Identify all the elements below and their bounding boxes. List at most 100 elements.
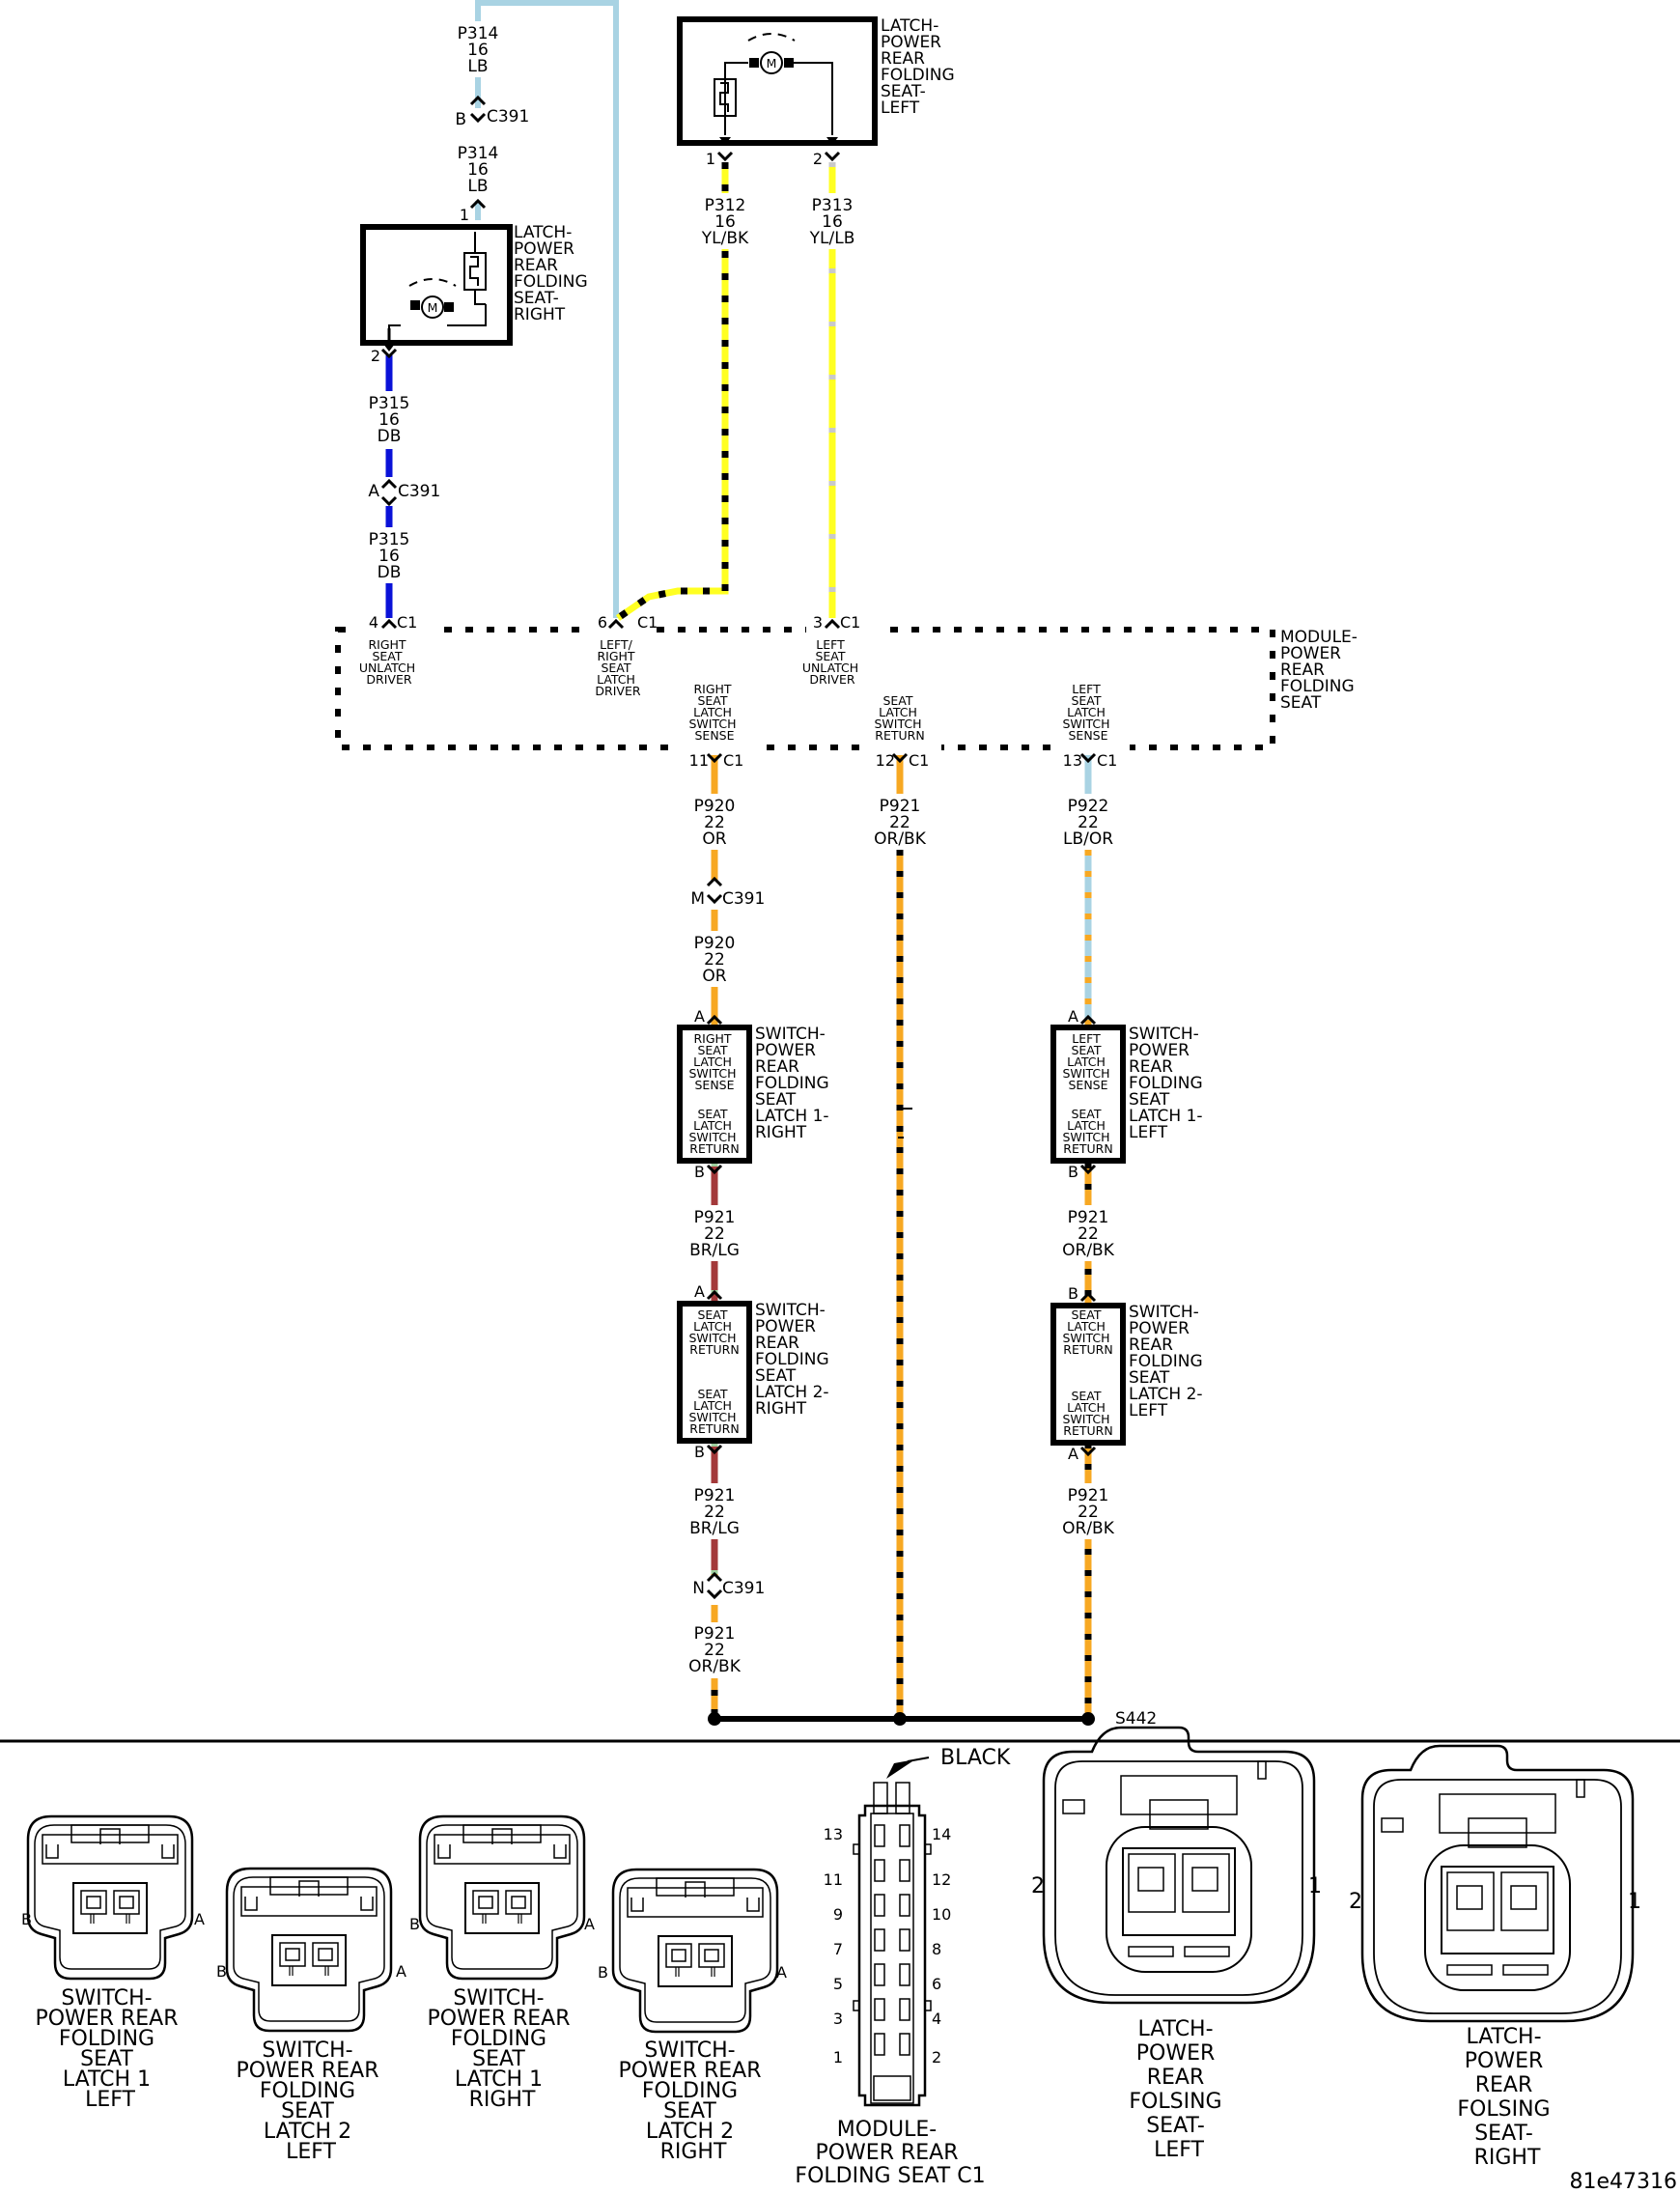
splice-node [1081, 1712, 1095, 1726]
inline-connector-c391-b: B C391 [455, 95, 529, 129]
svg-text:LATCH- POWER REAR: LATCH- POWER REAR FOLSING SEAT- RIGHT [1457, 2025, 1556, 2170]
wire-label: OR/BK [874, 829, 927, 849]
switch-label: SWITCH- POWER REAR FOLDING SEAT LATCH 2-… [1129, 1303, 1208, 1420]
svg-text:11: 11 [824, 1870, 843, 1889]
wire-p312-yl [616, 162, 729, 621]
svg-text:LATCH- POWER REAR: LATCH- POWER REAR FOLSING SEAT- LEFT [1129, 2017, 1228, 2162]
connector-view-switch-latch-2-right: B A SWITCH- POWER REAR FOLDING SEAT LATC… [598, 1868, 787, 2164]
motor-symbol-icon: M [767, 56, 777, 70]
wire-label: P921 [1068, 1208, 1109, 1227]
wire-label: 16 [822, 212, 843, 232]
svg-text:SWITCH- POWER REAR: SWITCH- POWER REAR FOLDING SEAT LATCH 2 … [236, 2038, 385, 2164]
latch-power-rear-folding-seat-left: M 1 2 LATCH- POWER REAR FOLDING SEAT- LE… [677, 16, 955, 168]
pin-label: B [216, 1962, 227, 1981]
switch-label: SWITCH- POWER REAR FOLDING SEAT LATCH 1-… [1129, 1025, 1208, 1142]
switch-latch-2-left: B A SEAT LATCH SWITCH RETURN SEAT LATCH … [1050, 1284, 1208, 1463]
connector-view-module-c1: BLACK 13 11 9 7 5 3 1 14 12 10 8 6 [795, 1746, 1010, 2188]
pin-label: 1 [1628, 1890, 1641, 1914]
svg-text:SWITCH- POWER REAR: SWITCH- POWER REAR FOLDING SEAT LATCH 2 … [618, 2038, 768, 2164]
pin-label: B [409, 1915, 420, 1933]
wire-label: OR [702, 829, 726, 849]
pin-label: A [694, 1282, 705, 1301]
pin-label: A [694, 1007, 705, 1026]
pin-label: A [194, 1910, 205, 1928]
wire-label: P315 [369, 394, 410, 413]
wire-label: P921 [1068, 1486, 1109, 1505]
wire-label: 22 [1078, 813, 1099, 832]
svg-text:3: 3 [833, 2010, 843, 2028]
svg-text:1: 1 [833, 2048, 843, 2066]
pin-function: RIGHT SEAT UNLATCH DRIVER [359, 637, 419, 687]
pin-label: 1 [706, 150, 715, 168]
wire-label: 22 [1078, 1503, 1099, 1522]
pin-label: B [694, 1443, 705, 1461]
pin-function: RIGHT SEAT LATCH SWITCH SENSE [689, 682, 741, 743]
inline-connector-c391-a: A C391 [368, 478, 440, 507]
svg-text:C391: C391 [722, 1579, 765, 1598]
wire-label: 22 [704, 813, 725, 832]
inline-connector-c391-m: M C391 [690, 876, 765, 909]
wire-label: BR/LG [689, 1519, 740, 1538]
svg-text:C391: C391 [398, 482, 440, 501]
wire-label: 16 [467, 160, 489, 180]
wire-p314-lb-loop [478, 0, 619, 618]
wire-label: 16 [714, 212, 736, 232]
wire-label: OR/BK [688, 1657, 742, 1676]
wire-label: P314 [458, 24, 499, 43]
connector-view-switch-latch-1-left: B A SWITCH- POWER REAR FOLDING SEAT LATC… [21, 1814, 205, 2112]
pin-label: 3 [813, 613, 823, 632]
latch-right-label: LATCH- POWER REAR FOLDING SEAT- RIGHT [514, 223, 593, 324]
wire-label: P312 [705, 196, 746, 215]
wire-label: 16 [378, 547, 400, 566]
wire-label: 22 [1078, 1224, 1099, 1244]
svg-text:SEAT LATCH SWITCH: SEAT LATCH SWITCH RETURN [689, 1307, 741, 1357]
svg-text:C391: C391 [487, 107, 529, 127]
svg-text:RIGHT SEAT LATCH: RIGHT SEAT LATCH SWITCH SENSE [689, 1031, 741, 1092]
wire-label: YL/LB [809, 229, 855, 248]
connector-view-latch-right: 2 1 LATCH- POWER REAR FOLSING SEAT- RIGH… [1349, 1744, 1641, 2170]
svg-text:12: 12 [932, 1870, 951, 1889]
pin-label: A [1068, 1007, 1078, 1026]
wire-label: 16 [378, 410, 400, 430]
connector-label: C1 [1097, 751, 1117, 770]
wire-label: P922 [1068, 797, 1109, 816]
pin-label: B [598, 1963, 608, 1982]
pin-function: LEFT SEAT UNLATCH DRIVER [802, 637, 862, 687]
pin-label: B [1068, 1284, 1078, 1303]
pin-label: A [584, 1915, 595, 1933]
connector-label: C1 [637, 613, 658, 632]
svg-text:8: 8 [932, 1940, 941, 1958]
pin-label: A [1068, 1445, 1078, 1463]
tick-mark [898, 1108, 912, 1139]
wire-label: P921 [694, 1624, 736, 1644]
wire-label: OR/BK [1062, 1241, 1115, 1260]
svg-text:9: 9 [833, 1905, 843, 1924]
pin-label: 2 [1349, 1890, 1362, 1914]
pin-label: B [21, 1910, 32, 1928]
wire-label: YL/BK [701, 229, 749, 248]
switch-latch-1-left: A B LEFT SEAT LATCH SWITCH SENSE SEAT LA… [1050, 1007, 1208, 1181]
wire-label: 22 [889, 813, 910, 832]
pin-label: 2 [813, 150, 823, 168]
wire-label: DB [378, 427, 402, 446]
wire-label: P920 [694, 934, 736, 953]
color-label: BLACK [940, 1746, 1011, 1770]
switch-label: SWITCH- POWER REAR FOLDING SEAT LATCH 1-… [755, 1025, 834, 1142]
wire-label: OR/BK [1062, 1519, 1115, 1538]
svg-text:6: 6 [932, 1975, 941, 1993]
motor-symbol-icon: M [428, 300, 438, 315]
wire-label: P920 [694, 797, 736, 816]
figure-id: 81e47316 [1569, 2170, 1677, 2193]
label-gaps [362, 21, 1119, 1678]
pin-label: 2 [1031, 1874, 1045, 1898]
svg-text:14: 14 [932, 1825, 951, 1843]
svg-text:SEAT LATCH SWITCH: SEAT LATCH SWITCH RETURN [1063, 1107, 1114, 1156]
latch-power-rear-folding-seat-right: M 1 2 LATCH- POWER REAR FOLDING SEAT- RI… [360, 198, 593, 365]
wire-label: DB [378, 563, 402, 582]
svg-text:SEAT LATCH SWITCH: SEAT LATCH SWITCH RETURN [1063, 1307, 1114, 1357]
connector-view-latch-left: 2 1 LATCH- POWER REAR FOLSING SEAT- LEFT [1031, 1726, 1322, 2162]
wire-label: LB [467, 57, 488, 76]
module-power-rear-folding-seat: MODULE- POWER REAR FOLDING SEAT 4 C1 RIG… [335, 613, 1358, 770]
pin-label: 11 [689, 751, 709, 770]
